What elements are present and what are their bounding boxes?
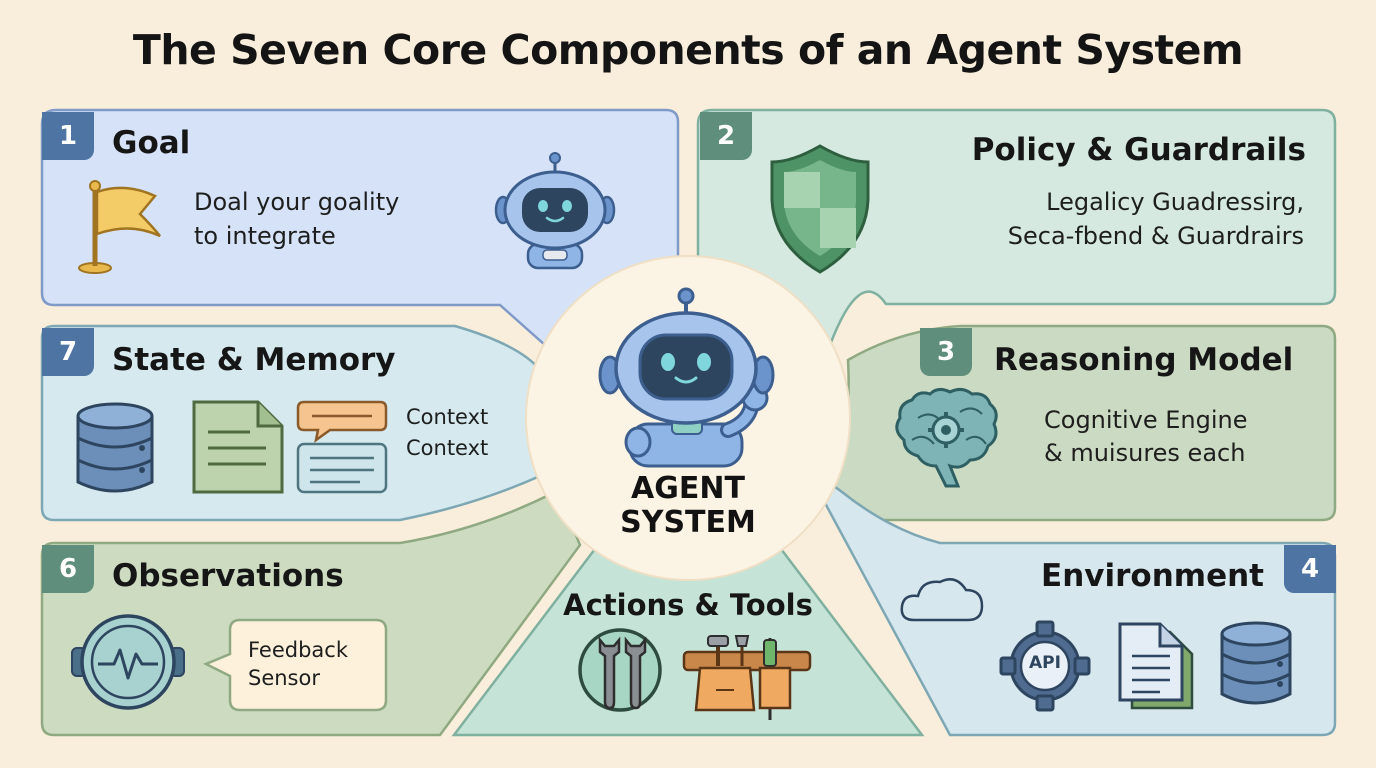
- center-label: AGENT SYSTEM: [600, 472, 776, 540]
- policy-line2: Seca-fbend & Guardrairs: [1007, 222, 1304, 250]
- wrench-icon: [578, 628, 662, 712]
- environment-title: Environment: [1041, 558, 1264, 594]
- page-title: The Seven Core Components of an Agent Sy…: [132, 26, 1244, 74]
- reasoning-line1: Cognitive Engine: [1044, 406, 1248, 434]
- feedback-bubble: [202, 618, 388, 712]
- api-gear-icon: [999, 620, 1091, 712]
- observations-line2: Sensor: [248, 666, 320, 690]
- goal-line1: Doal your goality: [194, 188, 400, 216]
- policy-title: Policy & Guardrails: [971, 132, 1306, 168]
- center-line2: SYSTEM: [620, 505, 756, 540]
- goal-title: Goal: [112, 125, 191, 161]
- center-line1: AGENT: [631, 471, 745, 506]
- api-label: API: [1029, 653, 1061, 673]
- panel-memory: [40, 324, 542, 522]
- database-icon: [76, 402, 154, 493]
- cloud-icon: [900, 578, 984, 622]
- memory-number-badge: 7: [42, 328, 94, 376]
- file-icon: [1118, 622, 1194, 710]
- reasoning-number-badge: 3: [920, 328, 972, 376]
- memory-title: State & Memory: [112, 342, 396, 378]
- shield-icon: [770, 144, 870, 274]
- actions-title: Actions & Tools: [563, 588, 813, 622]
- reasoning-title: Reasoning Model: [994, 342, 1294, 378]
- reasoning-line2: & muisures each: [1044, 439, 1246, 467]
- policy-line1: Legalicy Guadressirg,: [1046, 188, 1304, 216]
- policy-number-badge: 2: [700, 112, 752, 160]
- goal-line2: to integrate: [194, 222, 336, 250]
- memory-line2: Context: [406, 436, 489, 460]
- pulse-sensor-icon: [71, 614, 185, 710]
- agent-robot-icon: [598, 287, 775, 468]
- observations-line1: Feedback: [248, 638, 349, 662]
- tool-belt-icon: [682, 635, 812, 720]
- document-icon: [192, 400, 284, 494]
- robot-icon: [494, 152, 616, 270]
- brain-icon: [895, 387, 998, 488]
- observations-title: Observations: [112, 558, 344, 594]
- flag-icon: [78, 180, 161, 274]
- memory-line1: Context: [406, 405, 489, 429]
- chat-bubble-icon: [296, 400, 388, 494]
- observations-number-badge: 6: [42, 545, 94, 593]
- server-icon: [1220, 621, 1292, 705]
- environment-number-badge: 4: [1284, 545, 1336, 593]
- panel-environment: [816, 484, 1337, 737]
- goal-number-badge: 1: [42, 112, 94, 160]
